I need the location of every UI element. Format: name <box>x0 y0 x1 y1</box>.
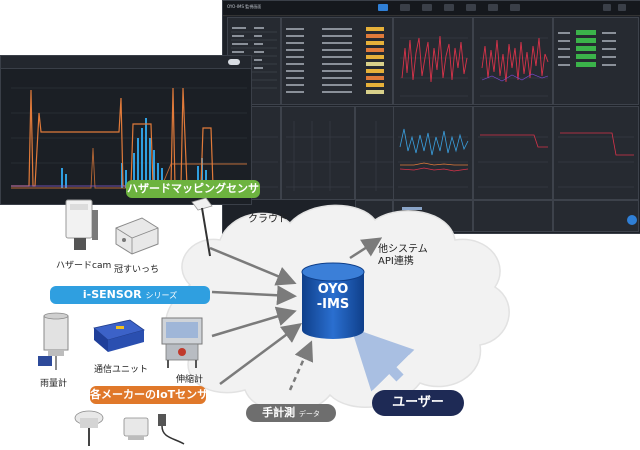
i-sensor-pill: i-SENSOR シリーズ <box>50 286 210 304</box>
hazard-cam-camera-icon <box>62 196 102 252</box>
hazard-cam-label: ハザードcam <box>56 258 111 271</box>
extensometer-label: 伸縮計 <box>176 372 203 385</box>
iot-sensor-pill-text: 各メーカーのIoTセンサ <box>90 388 208 401</box>
kansuicchi-label: 冠すいっち <box>114 262 159 275</box>
arrow-from-user <box>365 342 400 378</box>
extensometer-sensor-icon <box>158 314 208 370</box>
i-sensor-pill-suffix: シリーズ <box>145 291 177 300</box>
center-node-line1: OYO <box>298 282 368 297</box>
user-pill: ユーザー <box>372 390 464 416</box>
arrow-from-i-sensor <box>212 292 292 296</box>
arrow-to-other-system <box>350 240 378 258</box>
other-system-line2: API連携 <box>378 256 428 268</box>
kansuicchi-sensor-icon <box>112 214 162 256</box>
i-sensor-pill-main: i-SENSOR <box>83 288 142 301</box>
comm-unit-label: 通信ユニット <box>94 362 148 375</box>
arrow-from-hazard-sensor <box>210 248 292 282</box>
iot-sensor-1-icon <box>72 408 106 448</box>
comm-unit-sensor-icon <box>90 318 146 356</box>
manual-data-pill-main: 手計測 <box>262 406 295 419</box>
iot-sensor-pill: 各メーカーのIoTセンサ <box>90 386 206 404</box>
arrow-from-manual-data <box>290 345 310 390</box>
center-node-label: OYO -IMS <box>298 282 368 312</box>
hazard-mapping-pill-text: ハザードマッピングセンサ <box>127 182 259 195</box>
arrow-from-iot <box>220 326 298 384</box>
rain-gauge-label: 雨量計 <box>40 376 67 389</box>
arrow-from-extensometer <box>212 312 292 336</box>
manual-data-pill-suffix: データ <box>299 410 320 418</box>
user-pill-text: ユーザー <box>392 395 444 410</box>
center-node-line2: -IMS <box>298 297 368 312</box>
iot-sensor-3-icon <box>150 412 190 448</box>
other-system-label: 他システム API連携 <box>378 244 428 268</box>
rain-gauge-icon <box>34 312 78 372</box>
manual-data-pill: 手計測 データ <box>246 404 336 422</box>
hazard-mapping-probe-icon <box>188 196 218 260</box>
other-system-line1: 他システム <box>378 244 428 256</box>
iot-sensor-2-icon <box>120 414 152 444</box>
